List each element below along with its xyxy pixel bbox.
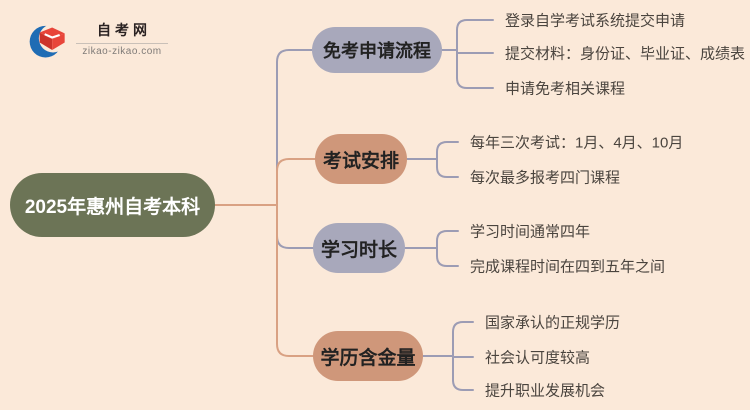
leaf-item: 学习时间通常四年 [470, 223, 591, 241]
leaf-item: 每次最多报考四门课程 [470, 169, 621, 187]
leaf-item: 社会认可度较高 [485, 349, 591, 367]
branch-degree-value: 学历含金量 [313, 331, 423, 381]
root-node: 2025年惠州自考本科 [10, 173, 215, 237]
logo-divider [76, 42, 168, 44]
leaf-item: 提交材料：身份证、毕业证、成绩表 [505, 45, 746, 63]
leaf-item: 国家承认的正规学历 [485, 314, 621, 332]
branch-study-duration: 学习时长 [313, 223, 405, 273]
leaf-item: 登录自学考试系统提交申请 [505, 12, 686, 30]
leaf-item: 提升职业发展机会 [485, 382, 606, 400]
branch-exemption-application-process: 免考申请流程 [312, 27, 442, 73]
logo: 自考网 zikao-zikao.com [28, 16, 168, 60]
leaf-item: 完成课程时间在四到五年之间 [470, 258, 666, 276]
branch-exam-schedule: 考试安排 [315, 134, 407, 184]
logo-domain: zikao-zikao.com [82, 45, 162, 57]
leaf-item: 申请免考相关课程 [505, 80, 626, 98]
logo-title: 自考网 [97, 21, 151, 38]
graduation-cap-icon [29, 24, 68, 58]
logo-text: 自考网 zikao-zikao.com [76, 20, 168, 57]
leaf-item: 每年三次考试：1月、4月、10月 [470, 134, 684, 152]
